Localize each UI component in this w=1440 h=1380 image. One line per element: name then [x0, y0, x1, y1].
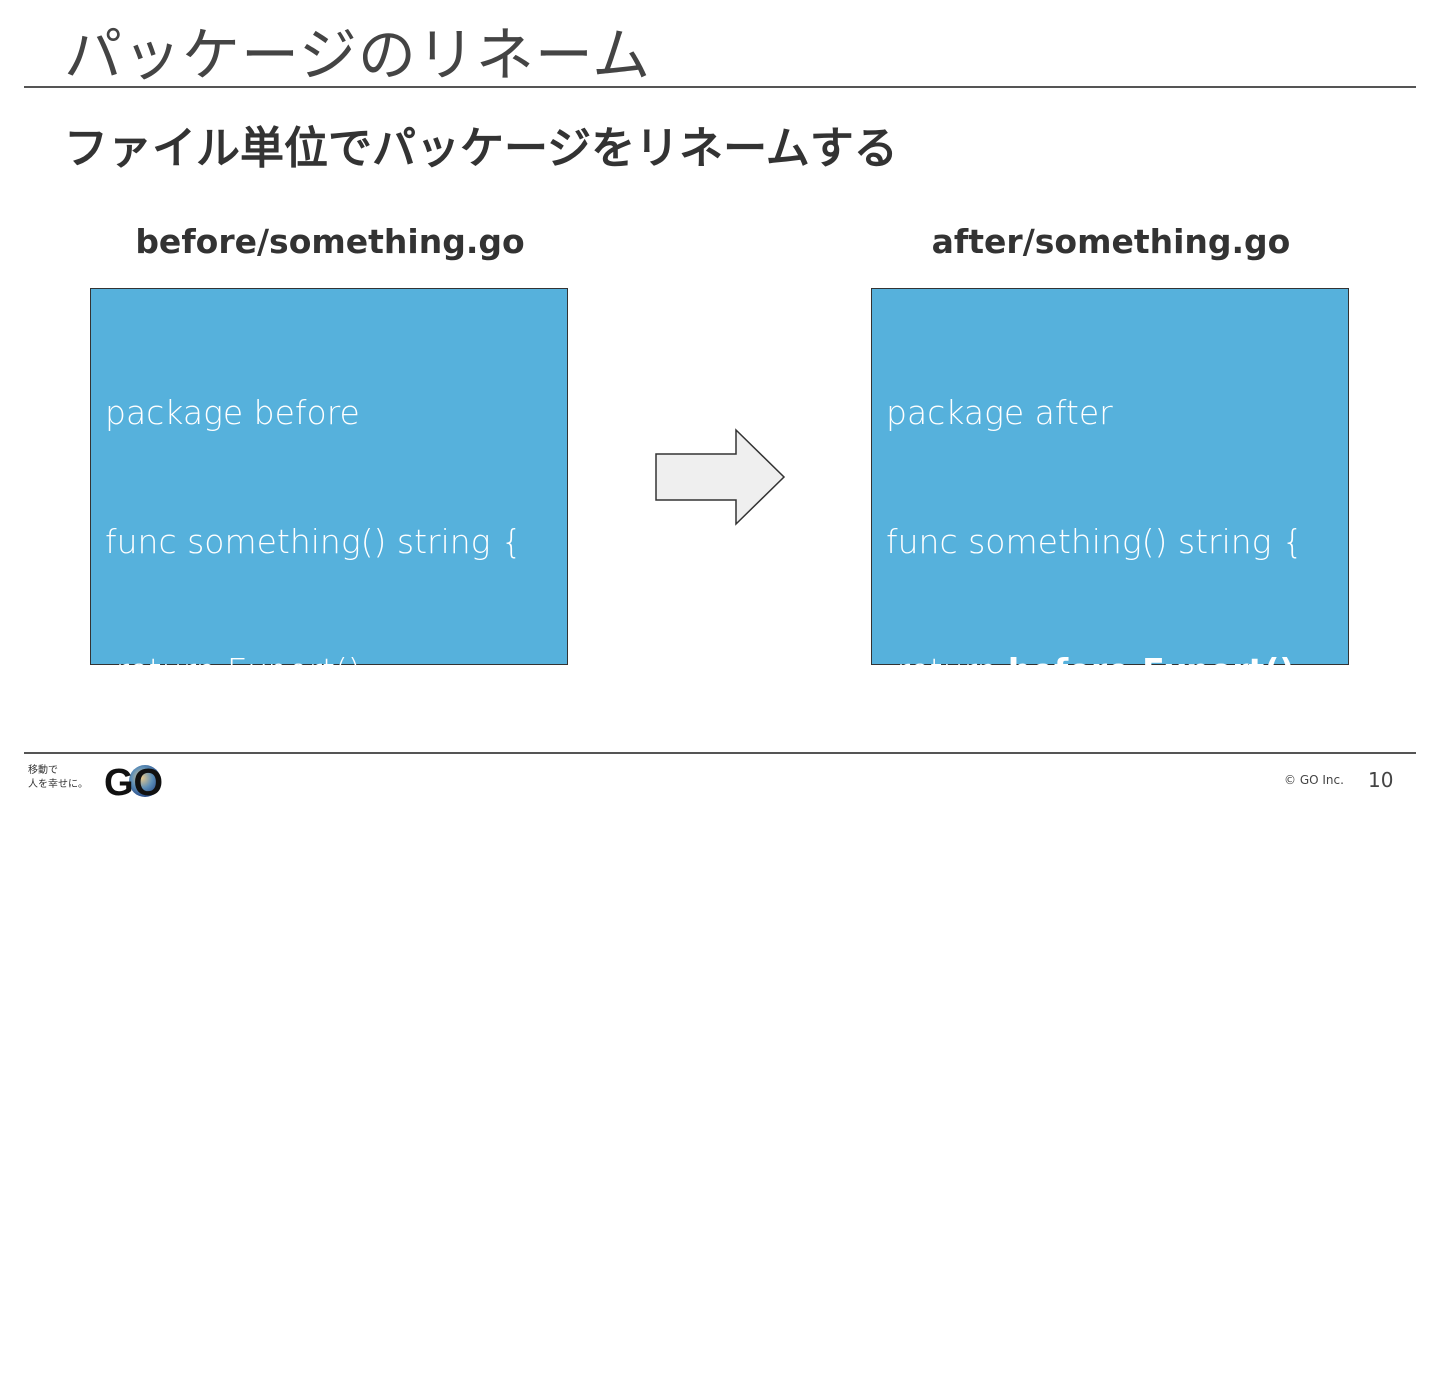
copyright: © GO Inc.: [1284, 773, 1344, 787]
before-filename: before/something.go: [135, 222, 525, 261]
code-line: return Export(): [105, 651, 361, 690]
right-arrow-icon: [655, 428, 786, 526]
code-line-prefix: return: [886, 651, 1008, 690]
after-filename: after/something.go: [931, 222, 1291, 261]
slide-subtitle: ファイル単位でパッケージをリネームする: [64, 123, 898, 174]
code-line: func Export() {: [886, 1038, 1134, 1077]
after-code-block: package after func something() string { …: [871, 288, 1349, 1335]
go-logo-icon: GO: [104, 762, 163, 800]
code-line: package after: [886, 393, 1113, 432]
code-line: }: [105, 780, 126, 819]
code-line: return “export”: [886, 1167, 1149, 1206]
code-line: [886, 907, 1334, 950]
page-number: 10: [1368, 768, 1394, 792]
code-line: }: [105, 1296, 126, 1335]
code-line-return: return before.Export(): [886, 649, 1334, 692]
title-divider: [24, 86, 1416, 88]
svg-text:GO: GO: [104, 762, 163, 800]
code-line: }: [886, 780, 907, 819]
before-code-block: package before func something() string {…: [90, 288, 568, 1335]
code-line: package before: [105, 393, 360, 432]
highlighted-call: before.Export(): [1007, 651, 1295, 690]
slide-title: パッケージのリネーム: [64, 21, 652, 89]
code-line: [105, 907, 553, 950]
code-line: return “export”: [105, 1167, 368, 1206]
footer-divider: [24, 752, 1416, 754]
logo-tagline: 移動で 人を幸せに。: [28, 765, 88, 790]
code-line: }: [886, 1296, 907, 1335]
code-line: func Export() {: [105, 1038, 353, 1077]
code-line: func something() string {: [886, 522, 1303, 561]
code-line: func something() string {: [105, 522, 522, 561]
